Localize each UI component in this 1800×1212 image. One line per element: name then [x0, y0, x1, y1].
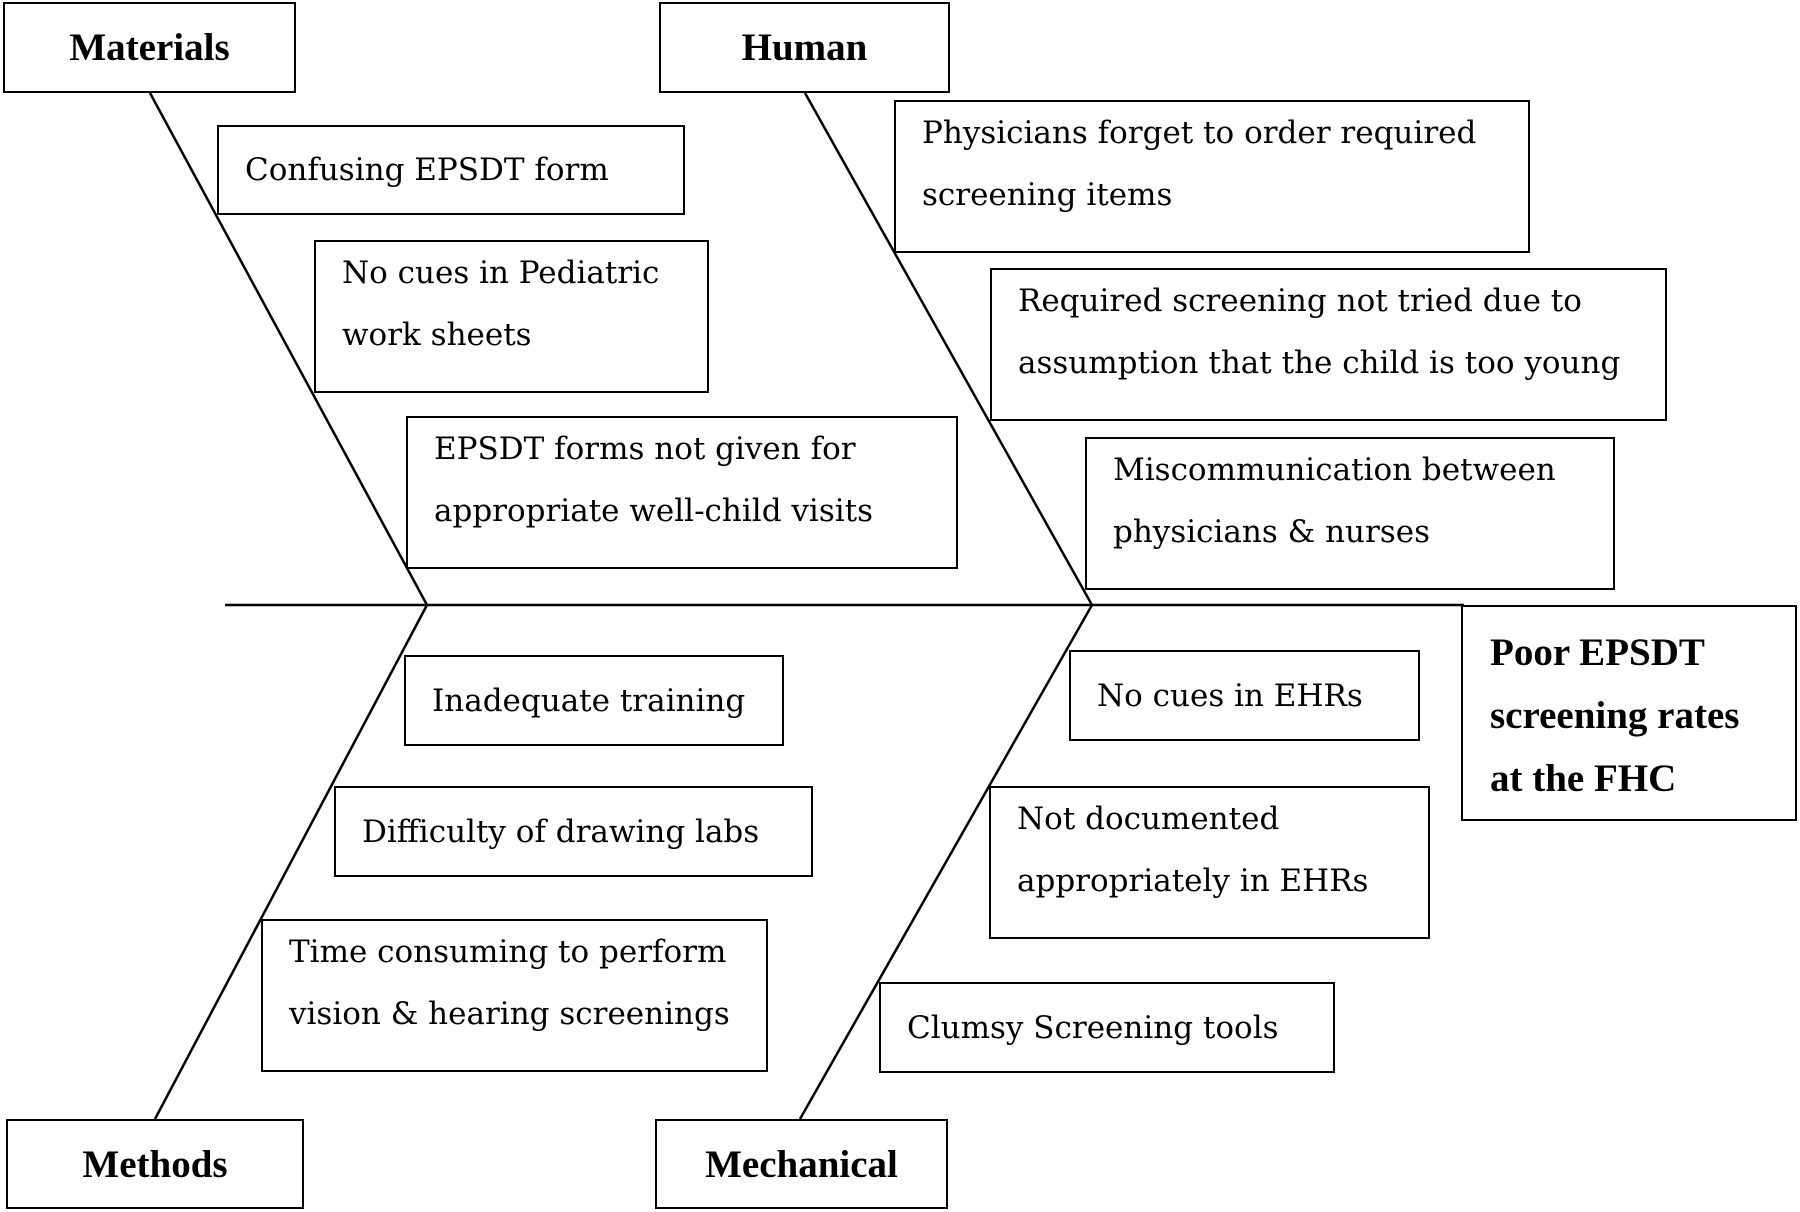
cause-miscommunication: Miscommunication between physicians & nu… [1085, 437, 1615, 590]
cause-time-consuming-screenings: Time consuming to perform vision & heari… [261, 919, 768, 1072]
cause-screening-not-tried: Required screening not tried due to assu… [990, 268, 1667, 421]
cause-physicians-forget-to-order: Physicians forget to order required scre… [894, 100, 1530, 253]
effect-line: Poor EPSDT [1490, 631, 1705, 674]
cause-line: Not documented [1017, 801, 1280, 837]
category-human: Human [659, 2, 950, 93]
cause-line: Time consuming to perform [289, 934, 727, 970]
cause-line: appropriate well-child visits [434, 493, 874, 529]
cause-line: Inadequate training [432, 682, 746, 719]
cause-no-cues-pediatric-work-sheets: No cues in Pediatric work sheets [314, 240, 709, 393]
cause-confusing-epsdt-form: Confusing EPSDT form [217, 125, 685, 215]
category-materials: Materials [3, 2, 296, 93]
cause-epsdt-forms-not-given: EPSDT forms not given for appropriate we… [406, 416, 958, 569]
cause-line: Physicians forget to order required [922, 115, 1477, 151]
cause-line: assumption that the child is too young [1018, 345, 1621, 381]
cause-line: screening items [922, 177, 1173, 213]
cause-line: EPSDT forms not given for [434, 431, 856, 467]
cause-not-documented-ehrs: Not documented appropriately in EHRs [989, 786, 1430, 939]
category-mechanical: Mechanical [655, 1119, 948, 1209]
cause-line: appropriately in EHRs [1017, 863, 1369, 899]
cause-line: Clumsy Screening tools [907, 1009, 1279, 1046]
cause-line: Confusing EPSDT form [245, 152, 609, 188]
cause-line: Difficulty of drawing labs [362, 813, 760, 850]
cause-line: vision & hearing screenings [289, 996, 730, 1032]
category-methods: Methods [6, 1119, 304, 1209]
effect-line: screening rates [1490, 694, 1740, 737]
bone-mechanical [798, 604, 1094, 1120]
effect-line: at the FHC [1490, 757, 1677, 800]
bone-methods [153, 604, 429, 1120]
cause-line: Miscommunication between [1113, 452, 1556, 488]
cause-difficulty-drawing-labs: Difficulty of drawing labs [334, 786, 813, 877]
cause-line: work sheets [342, 317, 532, 353]
cause-no-cues-in-ehrs: No cues in EHRs [1069, 650, 1420, 741]
cause-inadequate-training: Inadequate training [404, 655, 784, 746]
bone-human [803, 92, 1094, 606]
effect-box: Poor EPSDT screening rates at the FHC [1461, 605, 1797, 821]
cause-line: Required screening not tried due to [1018, 283, 1582, 319]
cause-line: physicians & nurses [1113, 514, 1430, 550]
cause-clumsy-screening-tools: Clumsy Screening tools [879, 982, 1335, 1073]
cause-line: No cues in Pediatric [342, 255, 660, 291]
bone-materials [148, 92, 429, 606]
cause-line: No cues in EHRs [1097, 677, 1363, 714]
